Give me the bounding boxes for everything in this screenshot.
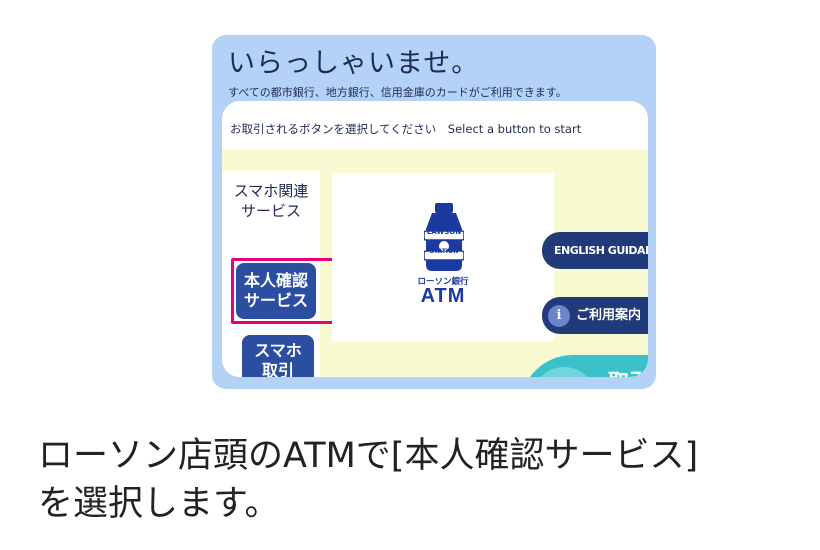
logo-atm-text: ATM bbox=[420, 285, 466, 307]
identity-button-line1: 本人確認 bbox=[243, 271, 308, 290]
instruction-caption: ローソン店頭のATMで[本人確認サービス] を選択します。 bbox=[38, 432, 808, 528]
start-transaction-button[interactable] bbox=[520, 355, 648, 377]
logo-brand-bottom: STATION bbox=[429, 248, 459, 255]
mobile-services-title-line1: スマホ関連 bbox=[233, 182, 309, 200]
smartphone-button-line2: 取引 bbox=[261, 361, 294, 377]
logo-brand-top: LAWSON bbox=[426, 228, 462, 236]
mobile-services-title-line2: サービス bbox=[240, 202, 301, 220]
card-icon bbox=[532, 367, 596, 377]
start-transaction-label: 取引 開始 bbox=[608, 369, 648, 377]
identity-verification-button[interactable]: 本人確認 サービス bbox=[236, 263, 316, 319]
english-guidance-button[interactable]: ENGLISH GUIDANCE bbox=[542, 232, 648, 269]
info-icon: i bbox=[548, 304, 570, 327]
start-label-line1: 取引 bbox=[608, 369, 648, 377]
mobile-services-title: スマホ関連 サービス bbox=[222, 181, 320, 221]
caption-line2: を選択します。 bbox=[38, 484, 280, 524]
welcome-title: いらっしゃいませ。 bbox=[228, 48, 480, 79]
logo-bank-name: ローソン銀行 bbox=[417, 277, 469, 287]
lawson-atm-logo: LAWSON STATION ローソン銀行 ATM bbox=[332, 173, 554, 341]
instruction-text: お取引されるボタンを選択してください Select a button to st… bbox=[230, 122, 582, 136]
smartphone-button-line1: スマホ bbox=[254, 341, 302, 360]
identity-button-line2: サービス bbox=[243, 291, 308, 310]
usage-guide-label: ご利用案内 bbox=[576, 308, 642, 323]
caption-line1: ローソン店頭のATMで[本人確認サービス] bbox=[38, 436, 699, 476]
main-panel: お取引されるボタンを選択してください Select a button to st… bbox=[222, 101, 648, 377]
supported-cards-text: すべての都市銀行、地方銀行、信用金庫のカードがご利用できます。 bbox=[228, 86, 567, 99]
milk-bottle-logo-icon bbox=[424, 203, 464, 271]
atm-screen: いらっしゃいませ。 すべての都市銀行、地方銀行、信用金庫のカードがご利用できます… bbox=[212, 35, 656, 389]
smartphone-transaction-button[interactable]: スマホ 取引 bbox=[242, 335, 314, 377]
selection-highlight bbox=[231, 258, 339, 324]
usage-guide-button[interactable]: i ご利用案内 bbox=[542, 297, 648, 334]
